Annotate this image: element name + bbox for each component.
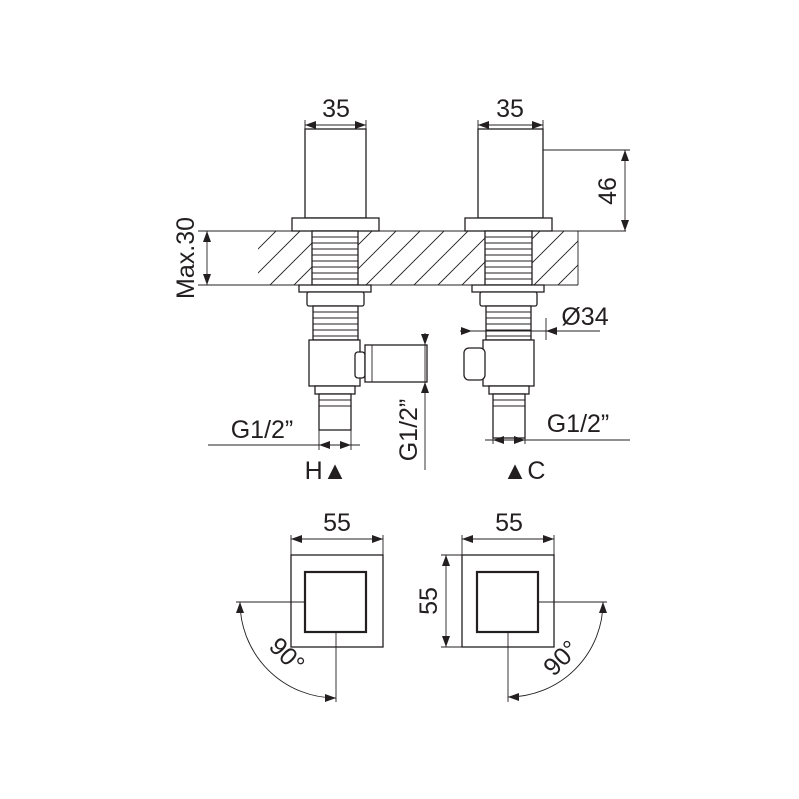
- dim-diameter: [460, 318, 600, 340]
- bottom-width-right-label: 55: [495, 509, 523, 537]
- hot-handle: [304, 128, 367, 219]
- cold-valve: [463, 128, 553, 439]
- bottom-height-label: 55: [415, 587, 443, 615]
- hot-valve: [291, 128, 428, 431]
- dim-top-width-left: [304, 120, 367, 129]
- cold-marker: ▲C: [503, 457, 546, 485]
- plan-left-outer: [290, 554, 384, 648]
- top-width-left-label: 35: [322, 95, 350, 123]
- hot-threaded-shank: [311, 230, 359, 286]
- thread-left-label: G1/2”: [231, 416, 294, 444]
- thread-vertical-label: G1/2”: [395, 399, 423, 462]
- dim-thread-right: [485, 436, 630, 444]
- hot-inlet-connector: [318, 393, 352, 431]
- hot-flange: [291, 217, 380, 232]
- top-width-right-label: 35: [496, 95, 524, 123]
- dim-top-width-right: [477, 120, 544, 129]
- plan-view-right: [441, 535, 607, 702]
- dim-top-height: [543, 149, 630, 231]
- hot-marker: H▲: [305, 457, 348, 485]
- cold-inlet-connector: [492, 393, 526, 439]
- dim-max-thickness: [203, 231, 211, 285]
- top-height-label: 46: [594, 177, 622, 205]
- plan-view-left: [236, 535, 384, 702]
- max-thickness-label: Max.30: [172, 217, 200, 299]
- thread-right-label: G1/2”: [547, 410, 610, 438]
- cold-side-cap: [463, 347, 486, 381]
- plan-left-handle: [303, 570, 368, 634]
- cold-valve-body: [482, 339, 535, 387]
- bottom-width-left-label: 55: [323, 509, 351, 537]
- dim-thread-left: [208, 430, 360, 450]
- dim-thread-vertical: [421, 333, 429, 470]
- angle-right-label: 90°: [538, 635, 585, 682]
- cold-threaded-shank: [484, 230, 533, 286]
- hot-valve-body: [308, 339, 361, 387]
- cold-flange: [464, 217, 553, 232]
- plan-right-handle: [475, 570, 540, 634]
- countertop-section: [198, 230, 626, 286]
- cold-handle: [477, 128, 544, 219]
- diameter-label: Ø34: [561, 303, 608, 331]
- hot-side-outlet: [364, 344, 428, 383]
